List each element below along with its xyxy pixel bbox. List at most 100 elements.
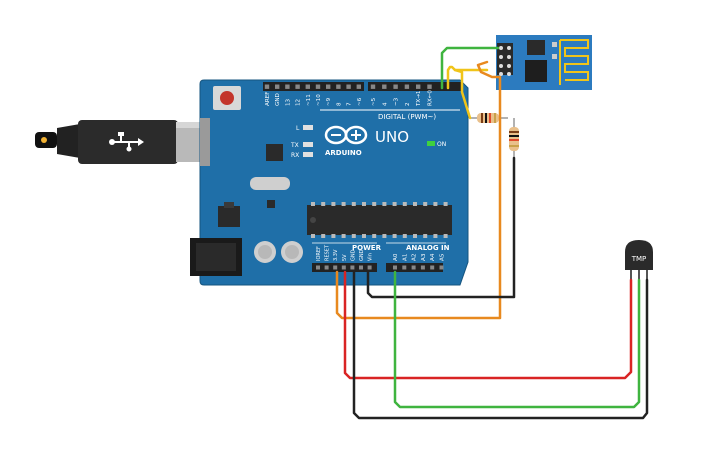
top-pin-label: AREF (265, 92, 271, 106)
power-pin-label: IOREF (316, 246, 322, 261)
capacitor-right (281, 241, 303, 263)
bottom-pin-hole[interactable] (324, 265, 329, 270)
top-pin-label: ~9 (326, 97, 332, 106)
power-header-label: POWER (352, 244, 382, 252)
bottom-pin-hole[interactable] (367, 265, 372, 270)
bottom-pin-hole[interactable] (359, 265, 363, 270)
led-rx: RX (291, 152, 313, 159)
led-label-tx: TX (290, 142, 299, 149)
tmp36-temperature-sensor[interactable]: TMP (625, 240, 653, 280)
sensor-body (625, 240, 653, 270)
top-pin-hole[interactable] (275, 84, 280, 89)
usb-cable-strain-relief (57, 124, 80, 158)
bottom-pin-hole[interactable] (439, 265, 444, 270)
digital-header-left (263, 82, 364, 91)
top-pin-hole[interactable] (356, 84, 361, 89)
bottom-pin-hole[interactable] (393, 265, 397, 270)
wire-black-esp-gnd[interactable] (366, 156, 516, 299)
power-pin-label: RESET (325, 244, 331, 261)
usb-lightning-icon (41, 137, 47, 143)
resistor-horizontal[interactable] (470, 113, 508, 123)
esp-soc-chip (525, 60, 547, 82)
top-pin-hole[interactable] (370, 84, 376, 89)
top-pin-label: ~11 (306, 94, 312, 106)
bottom-pin-hole[interactable] (402, 265, 407, 270)
top-pin-hole[interactable] (285, 84, 290, 89)
top-pin-label: ~3 (394, 97, 400, 106)
bottom-pin-hole[interactable] (430, 265, 435, 270)
wire-red-5v-sensor[interactable] (343, 270, 633, 380)
digital-header-label: DIGITAL (PWM~) (378, 113, 436, 121)
top-pin-hole[interactable] (393, 84, 398, 89)
bottom-pin-hole[interactable] (411, 265, 416, 270)
top-pin-label: ~6 (357, 97, 363, 106)
top-pin-label: 4 (382, 102, 388, 106)
usb-jack (200, 118, 210, 166)
esp-antenna-icon (559, 39, 589, 85)
top-pin-hole[interactable] (315, 84, 321, 89)
led-label-on: ON (437, 141, 446, 148)
analog-pin-label: A4 (430, 253, 436, 261)
board-brand: ARDUINO (325, 149, 362, 157)
top-pin-label: 7 (347, 102, 353, 106)
analog-header-label: ANALOG IN (406, 244, 450, 252)
capacitor-left (254, 241, 276, 263)
bottom-pin-hole[interactable] (350, 265, 355, 270)
led-l: L (296, 125, 313, 132)
analog-pin-label: A3 (421, 253, 427, 261)
led-tx: TX (290, 142, 313, 149)
top-pin-label: ~10 (316, 94, 322, 106)
power-pin-label: 5V (342, 254, 348, 261)
wire-green-esp-tx[interactable] (440, 46, 500, 90)
led-on-indicator (427, 141, 435, 146)
top-pin-label: 13 (285, 98, 291, 106)
atmega-microcontroller (307, 202, 452, 238)
top-pin-hole[interactable] (295, 84, 300, 89)
reset-button[interactable] (213, 86, 241, 110)
analog-pin-label: A1 (402, 253, 408, 261)
top-pin-hole[interactable] (427, 84, 432, 89)
bottom-pin-hole[interactable] (333, 265, 338, 270)
top-pin-holes (264, 84, 432, 89)
bottom-pin-hole[interactable] (341, 265, 346, 270)
board-model: UNO (375, 128, 409, 146)
voltage-regulator (218, 206, 240, 227)
esp8266-wifi-module[interactable] (496, 35, 592, 90)
wire-black-gnd-sensor[interactable] (352, 270, 649, 420)
top-pin-hole[interactable] (336, 84, 341, 89)
usb-icon (109, 132, 144, 152)
top-pin-hole[interactable] (264, 84, 270, 89)
top-pin-label: 12 (296, 99, 302, 106)
top-pin-hole[interactable] (305, 84, 310, 89)
wire-yellow-esp-rx[interactable] (446, 65, 489, 90)
top-pin-label: RX←0 (428, 90, 434, 106)
sensor-label: TMP (631, 255, 647, 263)
top-pin-hole[interactable] (416, 84, 421, 89)
wires (335, 46, 649, 420)
power-pin-label: Vin (368, 253, 374, 261)
analog-pin-label: A2 (412, 254, 418, 261)
wire-orange-3v3[interactable] (335, 60, 502, 320)
led-label-rx: RX (291, 152, 299, 159)
top-pin-hole[interactable] (346, 84, 351, 89)
top-pin-label: ~5 (371, 97, 377, 106)
wire-green-a0-sensor[interactable] (393, 270, 641, 409)
top-pin-hole[interactable] (326, 84, 331, 89)
usb-controller-chip (266, 144, 283, 161)
usb-cable[interactable] (35, 120, 208, 164)
power-pin-label: GND (350, 249, 356, 261)
top-pin-label: 2 (405, 102, 411, 106)
top-pin-hole[interactable] (404, 84, 410, 89)
top-pin-hole[interactable] (382, 84, 387, 89)
crystal-oscillator (250, 177, 290, 190)
bottom-pin-hole[interactable] (420, 265, 425, 270)
digital-header-right (368, 82, 462, 91)
resistor-vertical[interactable] (509, 118, 519, 158)
wire-yellow-resistor[interactable] (453, 68, 472, 120)
bottom-pin-hole[interactable] (316, 265, 320, 270)
